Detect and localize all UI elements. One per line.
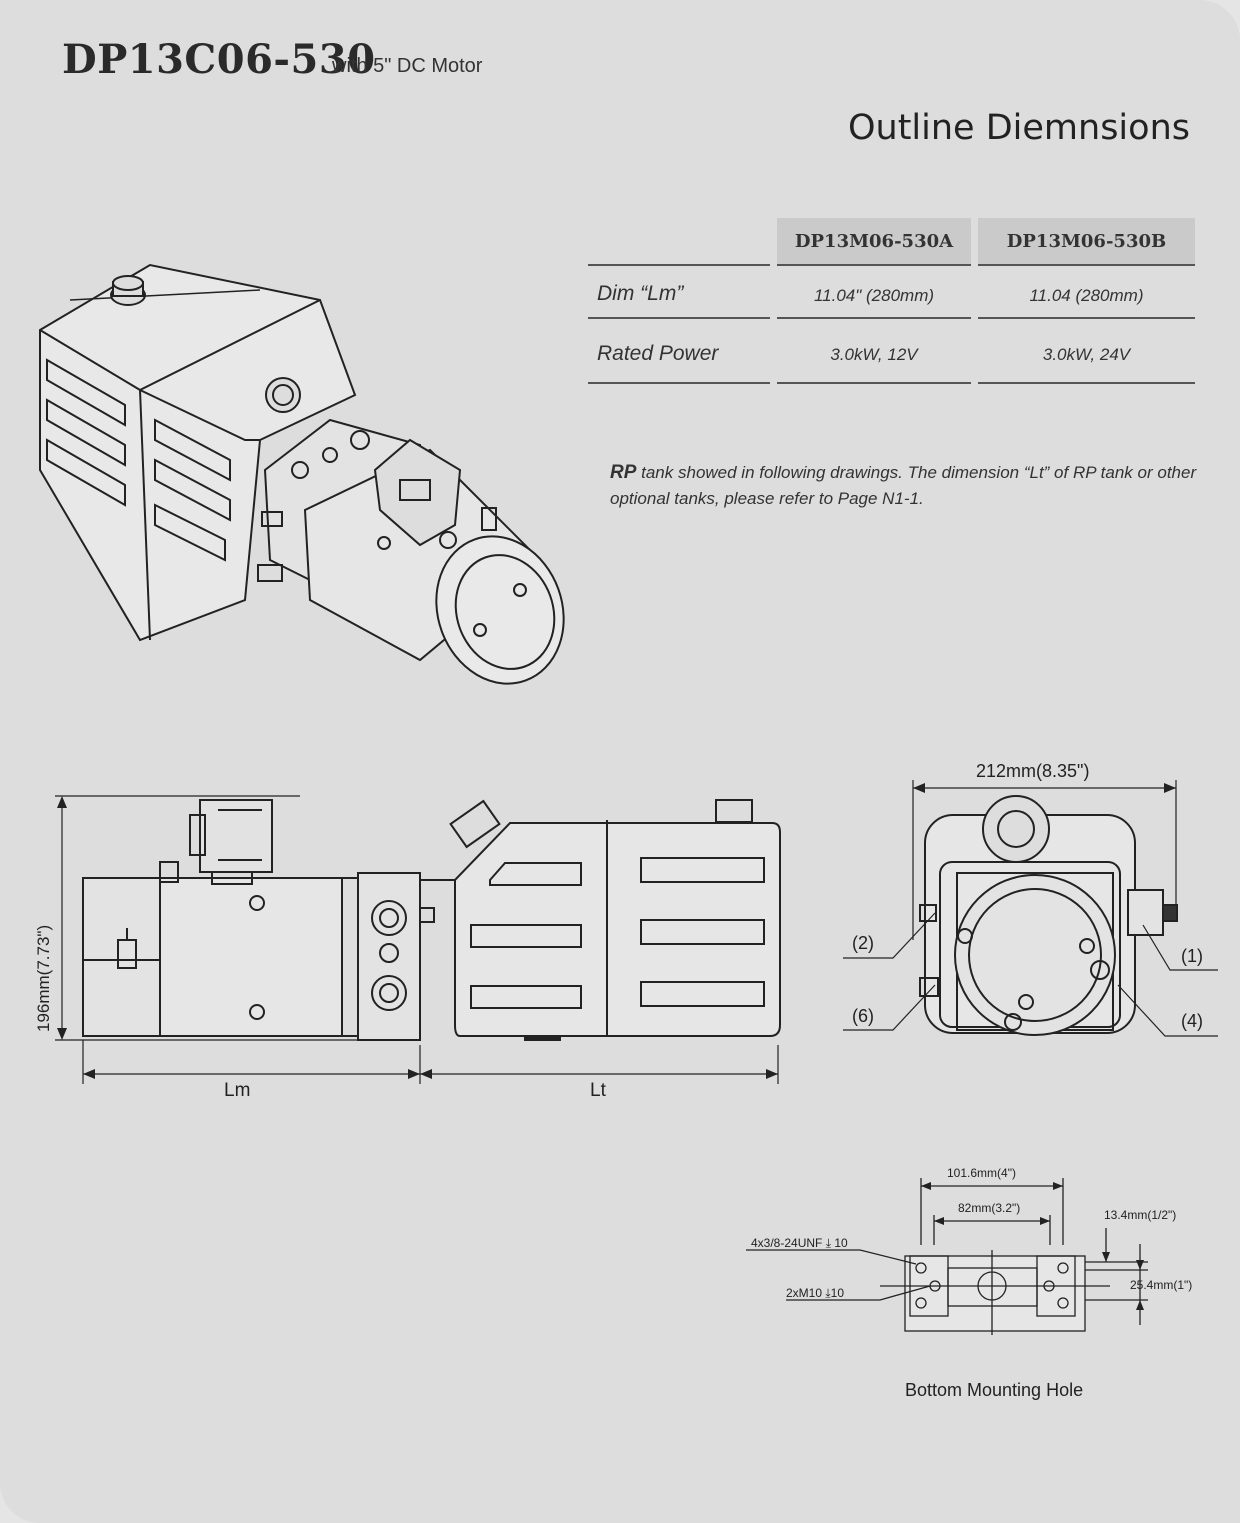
model-subtitle: with 5" DC Motor	[332, 55, 483, 77]
inner-spacing-label: 82mm(3.2")	[958, 1201, 1020, 1215]
cell-power-a: 3.0kW, 12V	[830, 345, 918, 364]
callout-2: (2)	[852, 933, 874, 953]
table-rule	[588, 382, 770, 384]
height-dimension-label: 196mm(7.73")	[34, 925, 53, 1032]
table-header-blank	[588, 264, 770, 266]
width-dimension-label: 212mm(8.35")	[976, 761, 1089, 781]
table-rule	[777, 382, 971, 384]
height-label: 25.4mm(1")	[1130, 1278, 1192, 1292]
note-prefix: RP	[610, 462, 637, 483]
offset-label: 13.4mm(1/2")	[1104, 1208, 1176, 1222]
table-header-col-a: DP13M06-530A	[777, 218, 971, 266]
cell-dim-b: 11.04 (280mm)	[1029, 286, 1144, 305]
lt-dimension-label: Lt	[590, 1080, 607, 1101]
row-label-dim: Dim “Lm”	[597, 282, 684, 305]
callout-6: (6)	[852, 1006, 874, 1026]
mounting-hole-drawing	[746, 1178, 1148, 1335]
metric-holes-label: 2xM10 ⤓10	[786, 1286, 844, 1300]
thread-holes-label: 4x3/8-24UNF ⤓ 10	[751, 1236, 848, 1250]
pump-isometric-drawing	[39, 263, 565, 685]
table-rule	[777, 317, 971, 319]
row-label-power: Rated Power	[597, 342, 719, 365]
side-view-drawing	[55, 795, 781, 1084]
end-view-drawing	[843, 780, 1218, 1037]
table-rule	[978, 317, 1195, 319]
table-rule	[978, 382, 1195, 384]
tank-note: RP tank showed in following drawings. Th…	[610, 460, 1200, 512]
callout-1: (1)	[1181, 946, 1203, 966]
outer-spacing-label: 101.6mm(4")	[947, 1166, 1016, 1180]
callout-4: (4)	[1181, 1011, 1203, 1031]
note-text: tank showed in following drawings. The d…	[610, 463, 1197, 508]
model-title: DP13C06-530	[62, 36, 376, 83]
table-header-col-b: DP13M06-530B	[978, 218, 1195, 266]
table-rule	[588, 317, 770, 319]
cell-dim-a: 11.04" (280mm)	[813, 286, 935, 305]
lm-dimension-label: Lm	[224, 1080, 250, 1101]
mounting-caption: Bottom Mounting Hole	[905, 1380, 1084, 1400]
section-heading: Outline Diemnsions	[847, 108, 1190, 148]
cell-power-b: 3.0kW, 24V	[1042, 345, 1131, 364]
